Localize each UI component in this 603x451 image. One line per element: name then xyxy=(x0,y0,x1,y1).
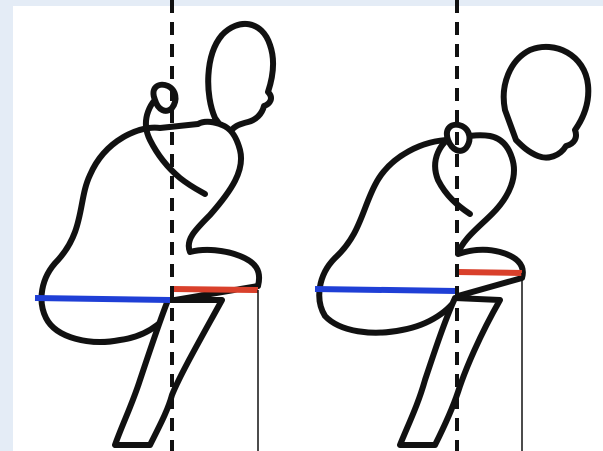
right-femur-ahead-line xyxy=(457,272,522,273)
right-femur-behind-line xyxy=(315,289,456,291)
left-femur-behind-line xyxy=(35,298,170,300)
right-head xyxy=(504,47,589,158)
left-torso xyxy=(42,122,260,342)
left-femur-ahead-line xyxy=(172,289,258,290)
left-squat-figure xyxy=(42,24,274,445)
right-squat-figure xyxy=(319,47,588,445)
left-head xyxy=(208,24,273,136)
